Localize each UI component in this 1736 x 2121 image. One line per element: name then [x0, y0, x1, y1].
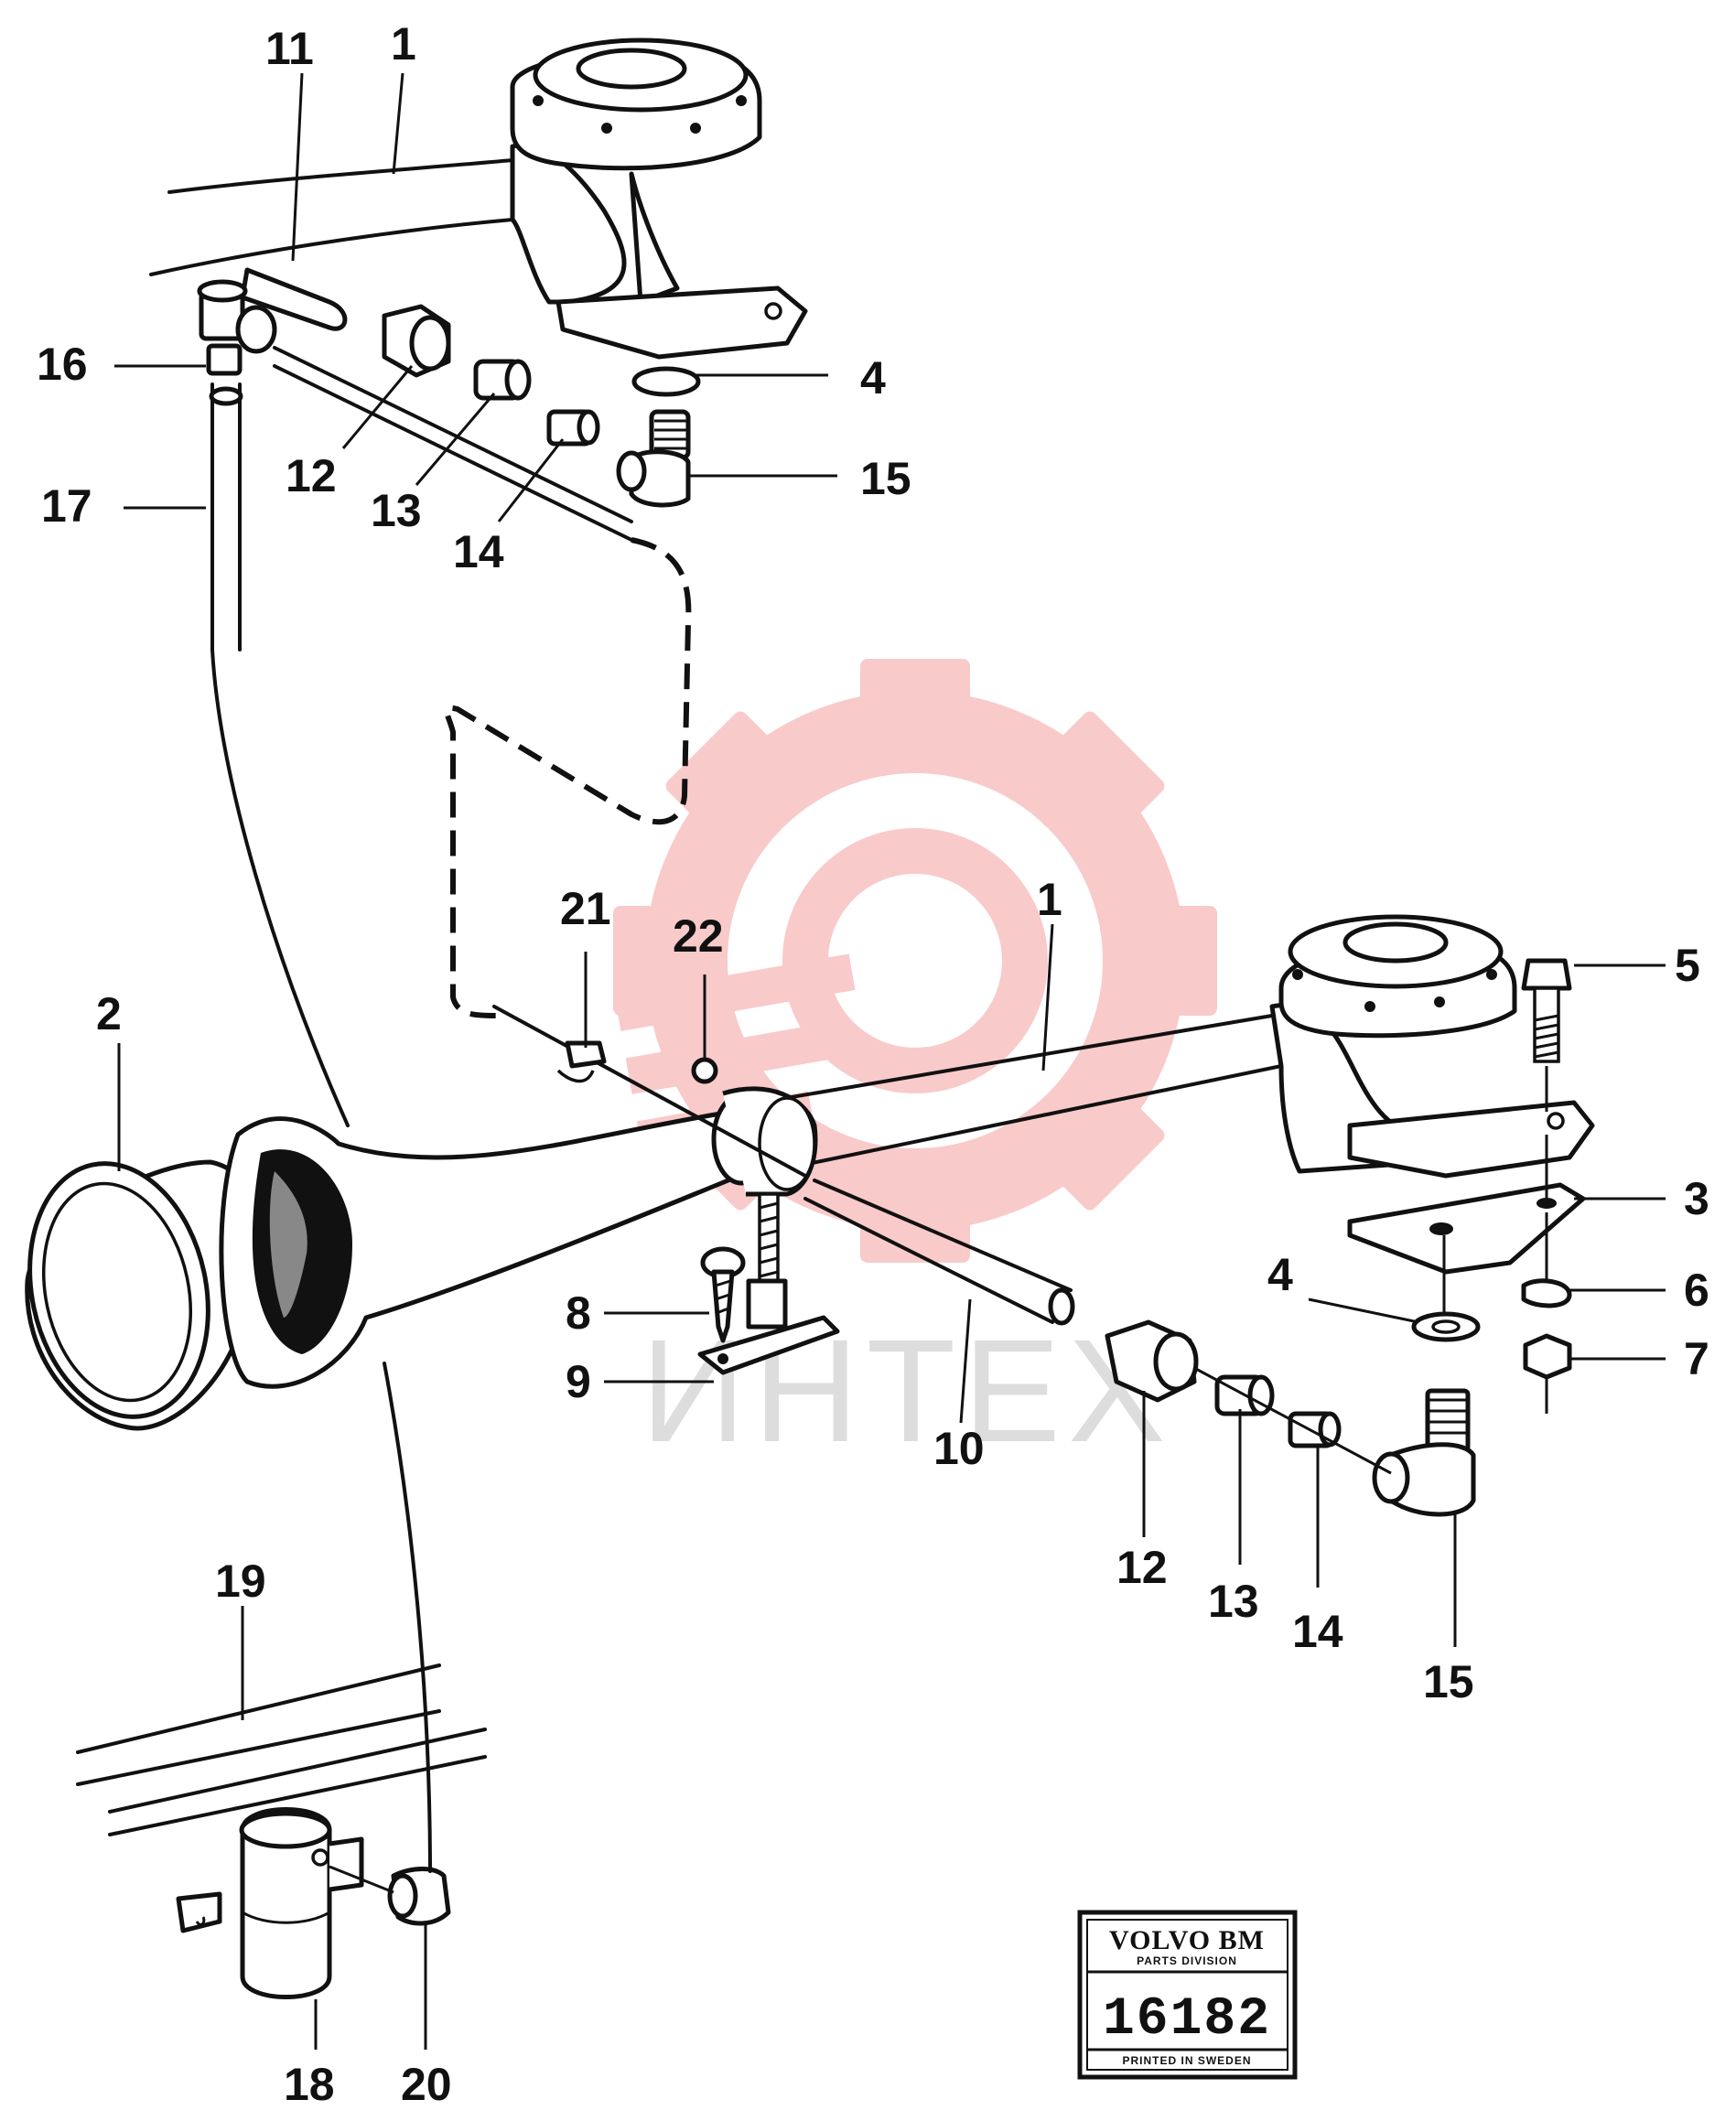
tank-bracket-hole [195, 1916, 206, 1926]
watermark-logo [613, 659, 1217, 1263]
horn-compressor-top [510, 38, 808, 360]
nut-12-mid [1105, 1319, 1199, 1403]
badge-footer: PRINTED IN SWEDEN [1122, 2054, 1251, 2067]
callout-12-top: 12 [286, 450, 337, 501]
tube-17-down [383, 1362, 432, 1873]
callout-1-top: 1 [391, 18, 416, 70]
badge-number: 16182 [1103, 1990, 1271, 2050]
nut-7 [1523, 1333, 1572, 1380]
gasket-plate-3 [1347, 1182, 1586, 1275]
elbow-fitting-20 [387, 1867, 451, 1926]
lock-washer-6 [1521, 1278, 1572, 1308]
callout-4-mid: 4 [1267, 1249, 1293, 1300]
callout-5: 5 [1675, 940, 1700, 991]
horn-trumpet [219, 1109, 753, 1389]
elbow-fitting-15-mid [1372, 1388, 1476, 1517]
callout-22: 22 [673, 910, 724, 962]
horn-tube-top-lower [149, 218, 514, 276]
frame-rail-19-c [108, 1728, 487, 1814]
bracket-9 [697, 1315, 840, 1375]
horn-bell-cap-2 [25, 1159, 254, 1431]
clip-21 [565, 1040, 607, 1069]
badge-brand: VOLVO BM [1109, 1925, 1265, 1955]
leader-lines [114, 72, 1666, 2050]
bolt-5 [1521, 958, 1572, 1063]
frame-rail-19-a [76, 1663, 441, 1754]
hose-11 [240, 267, 348, 331]
assembly-axis-mid [1193, 1366, 1392, 1475]
horn-top-assembly [149, 38, 808, 1127]
callout-14-top: 14 [453, 526, 504, 577]
volvo-bm-badge: VOLVO BM PARTS DIVISION 16182 PRINTED IN… [1077, 1910, 1298, 2080]
washer-4-top [631, 366, 701, 397]
tee-fitting-16 [197, 279, 277, 376]
callout-19: 19 [215, 1556, 266, 1607]
callout-labels: 11 1 16 4 15 12 13 14 17 21 22 1 5 2 3 4… [37, 18, 1709, 2110]
pipe-10-upper [813, 1179, 1073, 1292]
badge-division: PARTS DIVISION [1137, 1954, 1237, 1967]
clamp-bolt [746, 1192, 788, 1330]
callout-15-top: 15 [860, 453, 911, 504]
phantom-line-mid [492, 1005, 807, 1178]
insert-14-top [546, 409, 600, 447]
sleeve-13-top [473, 359, 532, 401]
watermark-text: ИНТЕХ [641, 1308, 1173, 1472]
callout-18: 18 [284, 2059, 335, 2110]
horn-main-assembly [25, 914, 1595, 1517]
frame-rail-19-b [76, 1709, 441, 1786]
horn-compressor-mid [1269, 914, 1595, 1179]
callout-12-bot: 12 [1116, 1542, 1168, 1593]
reservoir-assembly [76, 1362, 487, 1999]
callout-17: 17 [41, 480, 92, 532]
callout-4-top: 4 [860, 352, 886, 404]
callout-13-top: 13 [371, 485, 422, 536]
nut-12-top [382, 304, 451, 378]
pipe-top-a [273, 346, 633, 523]
screw-8 [700, 1246, 746, 1343]
callout-11-top: 11 [265, 23, 314, 74]
callout-1-mid: 1 [1037, 874, 1062, 925]
callout-14-bot: 14 [1292, 1606, 1343, 1657]
clip-21-tab [556, 1069, 595, 1083]
phantom-outline [444, 537, 692, 1018]
tank-line [329, 1865, 394, 1894]
pipe-10-lower [803, 1197, 1054, 1324]
pipe-top-b [273, 364, 633, 542]
screw-22 [691, 1057, 718, 1084]
callout-21: 21 [560, 883, 611, 934]
tube-17-curve [210, 648, 350, 1127]
elbow-fitting-15-top [616, 409, 691, 508]
callout-16: 16 [37, 339, 88, 390]
callout-6: 6 [1684, 1265, 1709, 1316]
horn-tube-top-upper [167, 158, 514, 194]
callout-2: 2 [96, 988, 122, 1039]
air-tank-18 [176, 1807, 364, 1999]
horn-tube-mid-upper [730, 1014, 1274, 1109]
callout-7: 7 [1684, 1333, 1709, 1384]
callout-13-bot: 13 [1208, 1576, 1259, 1627]
callout-15-bot: 15 [1423, 1656, 1474, 1707]
callout-10: 10 [933, 1423, 985, 1474]
callout-9: 9 [566, 1356, 591, 1407]
callout-3: 3 [1684, 1173, 1709, 1224]
callout-8: 8 [566, 1287, 591, 1339]
tube-clamp [711, 1086, 818, 1197]
callout-20: 20 [401, 2059, 452, 2110]
horn-tube-mid-lower [749, 1064, 1283, 1178]
frame-rail-19-d [108, 1755, 487, 1836]
